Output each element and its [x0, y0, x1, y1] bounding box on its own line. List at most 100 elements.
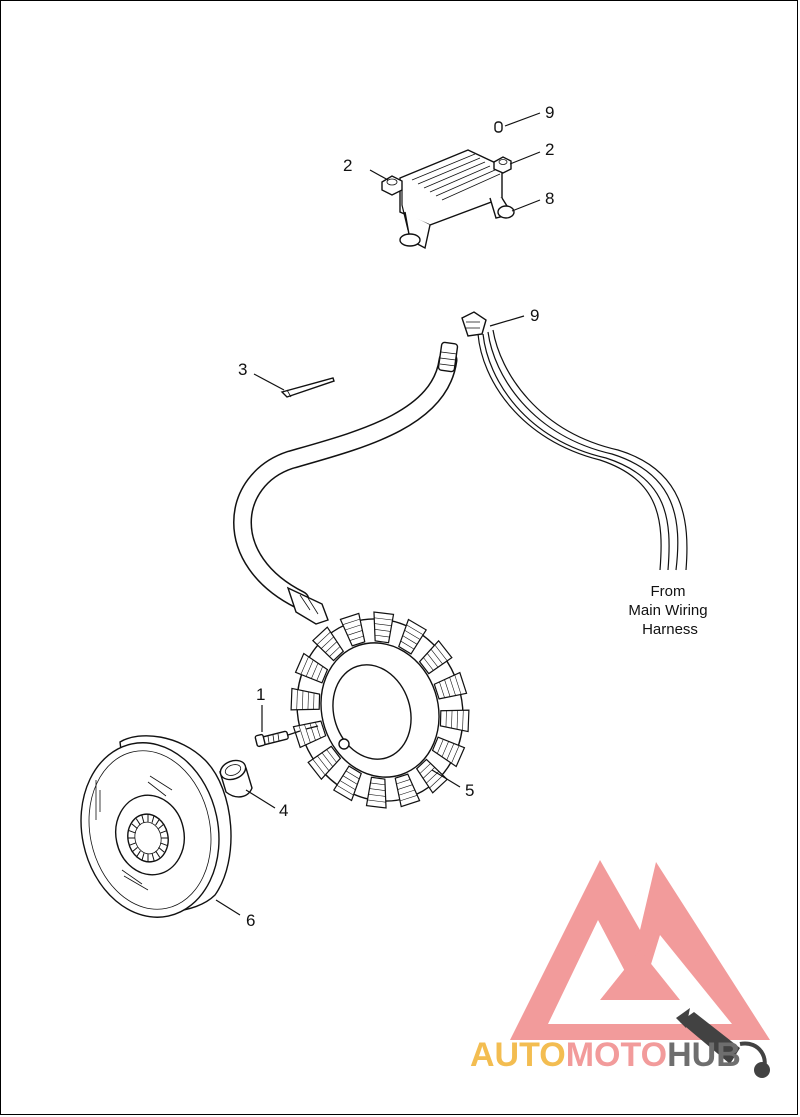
callout-9-plug: 9: [545, 103, 554, 122]
stator-lamination: [307, 691, 309, 710]
stator-tooth: [433, 671, 468, 700]
stator-tooth: [431, 736, 466, 768]
stator-lamination: [309, 723, 316, 741]
stator-lamination: [399, 795, 418, 802]
stator-lamination: [304, 724, 311, 743]
callout-2-nut-right: 2: [545, 140, 554, 159]
callout-9-connector: 9: [530, 306, 539, 325]
callout-4-spacer: 4: [279, 801, 288, 820]
rotor-spline: [131, 823, 138, 829]
stator-lamination: [302, 690, 304, 710]
callout-1-screw: 1: [256, 685, 265, 704]
stator-lamination: [422, 767, 435, 779]
callout-5-stator: 5: [465, 781, 474, 800]
stator-lamination: [325, 641, 338, 653]
stator-lamination: [404, 630, 421, 640]
callout-6-rotor: 6: [246, 911, 255, 930]
stator: [290, 611, 470, 809]
voltage-regulator: [399, 149, 515, 250]
stator-lamination: [400, 640, 415, 650]
stator-lamination: [367, 799, 386, 803]
stator-lamination: [437, 739, 444, 754]
stator-lamination: [349, 635, 364, 641]
stator-lamination: [374, 617, 393, 621]
stator-lamination: [316, 666, 323, 681]
stator-lamination: [374, 634, 390, 638]
harness-connector: [461, 311, 688, 571]
stator-lamination: [451, 710, 453, 729]
plug-small: [494, 121, 503, 133]
hand-cursor-icon: [676, 1008, 770, 1078]
stator-lamination: [462, 710, 464, 731]
stator-lamination: [298, 725, 306, 746]
rotor-spline: [160, 842, 168, 846]
stator-lamination: [369, 788, 386, 791]
stator-tooth: [418, 639, 453, 675]
watermark-auto: AUTOMOTOHUB: [470, 1036, 741, 1074]
rotor-spline: [158, 823, 165, 829]
stator-lamination: [312, 758, 326, 776]
stator-lamination: [454, 674, 462, 695]
rotor-spline: [160, 830, 168, 834]
stator-lamination: [347, 630, 363, 636]
stator-tooth: [292, 720, 327, 749]
stator-lamination: [336, 785, 354, 796]
stator-lamination: [446, 743, 455, 761]
stator-tooth: [311, 626, 345, 662]
rotor-spline: [128, 842, 136, 846]
rotor-spline: [141, 853, 145, 861]
stator-cable: [233, 341, 459, 625]
spacer-bushing: [219, 759, 253, 798]
stator-lamination: [315, 722, 321, 739]
stator-tooth: [307, 745, 342, 781]
stator-lamination: [444, 679, 451, 697]
stator-lamination: [449, 677, 456, 696]
rotor-spline: [135, 850, 141, 858]
stator-lamination: [434, 644, 448, 662]
rotor-spline: [151, 853, 155, 861]
screw: [254, 730, 289, 748]
stator-lamination: [397, 784, 413, 790]
stator-lamination: [296, 689, 298, 710]
rotor: [80, 735, 232, 918]
stator-lamination: [398, 789, 415, 796]
stator-lamination: [419, 763, 431, 774]
stator-tooth: [415, 758, 449, 794]
stator-lamination: [342, 775, 358, 785]
rotor-spline: [128, 830, 136, 834]
rotor-spline: [155, 818, 161, 826]
stator-lamination: [329, 646, 341, 657]
rotor-spline: [158, 847, 165, 853]
stator-lamination: [300, 656, 309, 675]
callout-3-cotter-pin: 3: [238, 360, 247, 379]
stator-lamination: [423, 657, 434, 671]
stator-tooth: [294, 652, 329, 684]
cotter-pin: [280, 377, 335, 398]
nut-right: [493, 156, 512, 174]
stator-lamination: [326, 749, 337, 763]
rotor-spline: [131, 847, 138, 853]
rotor-spline: [155, 850, 161, 858]
callout-2-nut-left: 2: [343, 156, 352, 175]
stator-lamination: [370, 782, 386, 786]
stator-lamination: [320, 636, 334, 649]
stator-lamination: [402, 635, 418, 645]
stator-lamination: [429, 775, 444, 789]
stator-lamination: [317, 755, 330, 772]
stator-tooth: [290, 687, 321, 711]
note-harness: Harness: [642, 621, 698, 638]
leader-lines: [215, 112, 541, 916]
stator-tooth: [332, 765, 362, 802]
callout-8-regulator: 8: [545, 189, 554, 208]
stator-lamination: [345, 624, 362, 631]
rotor-spline: [151, 815, 155, 823]
stator-lamination: [441, 741, 449, 757]
stator-lamination: [316, 631, 331, 645]
stator-lamination: [451, 745, 460, 764]
stator-lamination: [430, 648, 443, 665]
rotor-spline: [135, 818, 141, 826]
stator-lamination: [305, 659, 314, 677]
stator-lamination: [374, 629, 391, 632]
stator-lamination: [342, 618, 361, 625]
